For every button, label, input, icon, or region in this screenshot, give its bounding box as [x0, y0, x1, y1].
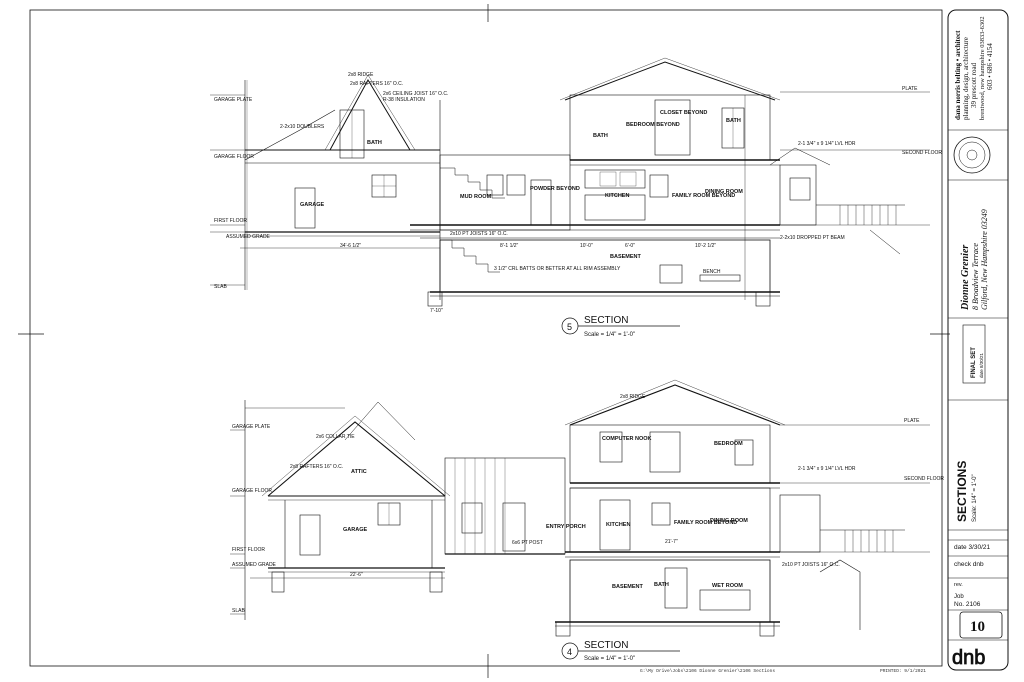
dnb-logo: dnb: [952, 647, 985, 669]
s5-dim-wall: 7'-10": [430, 308, 443, 314]
section-5-drawing: [210, 57, 930, 307]
s5-room-garage: GARAGE: [300, 202, 324, 208]
s5-level-plate: PLATE: [902, 86, 918, 92]
footer-file-path: G:\My Drive\Jobs\2106 Dionne Grenier\210…: [640, 668, 775, 674]
s5-callout-number: 5: [567, 322, 572, 332]
s5-dim-garage-width: 34'-6 1/2": [340, 243, 361, 249]
client-address: 8 Broadview Terrace: [971, 243, 980, 310]
s5-dim-basement-d: 10'-2 1/2": [695, 243, 716, 249]
s5-dim-basement-b: 10'-0": [580, 243, 593, 249]
s4-level-slab: SLAB: [232, 608, 245, 614]
s4-room-basement: BASEMENT: [612, 584, 644, 590]
s5-note-rated: 3 1/2" CRL BATTS OR BETTER AT ALL RIM AS…: [494, 266, 621, 272]
s4-room-kitchen: KITCHEN: [606, 522, 630, 528]
s4-room-attic: ATTIC: [351, 469, 367, 475]
s4-room-bedroom: BEDROOM: [714, 441, 743, 447]
s4-dim-run-a: 21'-7": [665, 539, 678, 545]
s5-note-pt-joists: 2x10 PT JOISTS 16" O.C.: [450, 231, 508, 237]
s4-callout-number: 4: [567, 647, 572, 657]
s4-level-second-floor: SECOND FLOOR: [904, 476, 944, 482]
s4-room-family: FAMILY ROOM BEYOND: [674, 520, 737, 526]
s5-room-dining: DINING ROOM: [705, 189, 743, 195]
footer-printed: PRINTED: 9/1/2021: [880, 668, 926, 674]
set-date: date 8/30/21: [979, 352, 984, 378]
section-4-labels: ATTIC GARAGE ENTRY PORCH KITCHEN FAMILY …: [232, 394, 944, 662]
client-name: Dionne Grenier: [960, 245, 971, 311]
s5-title: SECTION: [584, 315, 628, 326]
section-4-drawing: [230, 379, 930, 637]
s5-level-garage-floor: GARAGE FLOOR: [214, 154, 254, 160]
s5-note-rafters: 2x8 RAFTERS 16" O.C.: [350, 81, 403, 87]
date-field: date 3/30/21: [954, 544, 991, 551]
s5-room-bath-right: BATH: [726, 118, 741, 124]
s5-note-insulation: R-38 INSULATION: [383, 97, 425, 103]
s4-note-rafters: 2x8 RAFTERS 16" O.C.: [290, 464, 343, 470]
client-city: Gilford, New Hampshire 03249: [980, 209, 989, 310]
firm-line-5: brentwood, new hampshire 03833-6302: [979, 16, 986, 120]
firm-line-3: planning,: [962, 94, 970, 120]
s5-scale: Scale = 1/4" = 1'-0": [584, 332, 635, 338]
s4-level-grade: ASSUMED GRADE: [232, 562, 277, 568]
s5-room-bath-upper: BATH: [593, 133, 608, 139]
s4-note-ridge: 2x8 RIDGE: [620, 394, 646, 400]
sheet-title: SECTIONS: [955, 461, 969, 522]
s4-room-wet-room: WET ROOM: [712, 583, 743, 589]
s4-note-pt-joists: 2x10 PT JOISTS 16" O.C.: [782, 562, 840, 568]
s5-room-family: FAMILY ROOM BEYOND: [672, 193, 735, 199]
s4-level-first-floor: FIRST FLOOR: [232, 547, 265, 553]
check-field: check dnb: [954, 561, 984, 568]
s4-room-bath: BATH: [654, 582, 669, 588]
s4-note-post: 6x6 PT POST: [512, 540, 543, 546]
s4-level-plate: PLATE: [904, 418, 920, 424]
s5-room-closet-beyond: CLOSET BEYOND: [660, 110, 707, 116]
firm-line-6: 603 • 686 • 4154: [986, 43, 994, 90]
s4-room-computer-nook: COMPUTER NOOK: [602, 436, 652, 442]
s4-dim-garage-width: 22'-6": [350, 572, 363, 578]
s5-note-doublers: 2-2x10 DOUBLERS: [280, 124, 325, 130]
s4-note-collar-tie: 2x6 COLLAR TIE: [316, 434, 355, 440]
set-name: FINAL SET: [971, 347, 977, 378]
s5-note-lvl: 2-1 3/4" x 9 1/4" LVL HDR: [798, 141, 856, 147]
s5-level-slab: SLAB: [214, 284, 227, 290]
s4-level-garage-floor: GARAGE FLOOR: [232, 488, 272, 494]
s5-level-garage-plate: GARAGE PLATE: [214, 97, 253, 103]
s5-level-second-floor: SECOND FLOOR: [902, 150, 942, 156]
s5-room-basement: BASEMENT: [610, 254, 642, 260]
s4-title: SECTION: [584, 640, 628, 651]
s5-note-dropped-beam: 2-2x10 DROPPED PT BEAM: [780, 235, 845, 241]
firm-line-2: design, architecture: [962, 37, 970, 92]
s5-room-powder: POWDER BEYOND: [530, 186, 580, 192]
s5-dim-basement-a: 8'-1 1/2": [500, 243, 519, 249]
sheet-frame: [18, 4, 950, 678]
s5-dim-basement-c: 6'-0": [625, 243, 635, 249]
sheet-scale: Scale: 1/4" = 1'-0": [972, 474, 978, 522]
title-block: [947, 9, 1009, 671]
s5-note-ceiling-joist: 2x6 CEILING JOIST 16" O.C.: [383, 91, 448, 97]
s5-room-bath: BATH: [367, 140, 382, 146]
s5-level-grade: ASSUMED GRADE: [226, 234, 271, 240]
s4-room-garage: GARAGE: [343, 527, 367, 533]
s4-scale: Scale = 1/4" = 1'-0": [584, 656, 635, 662]
section-5-labels: GARAGE MUD ROOM POWDER BEYOND KITCHEN FA…: [214, 72, 942, 338]
s5-room-bedroom-beyond: BEDROOM BEYOND: [626, 122, 680, 128]
firm-line-4: 39 prescott road: [970, 62, 978, 108]
s4-room-entry-porch: ENTRY PORCH: [546, 524, 586, 530]
s4-note-lvl: 2-1 3/4" x 9 1/4" LVL HDR: [798, 466, 856, 472]
s4-room-dining: DINING ROOM: [710, 518, 748, 524]
sheet-number: 10: [970, 619, 985, 635]
s5-room-mud-room: MUD ROOM: [460, 194, 492, 200]
s5-level-first-floor: FIRST FLOOR: [214, 218, 247, 224]
title-block-text: dana norris belting • architect design, …: [952, 16, 994, 669]
s5-room-kitchen: KITCHEN: [605, 193, 629, 199]
job-number: No. 2106: [954, 601, 981, 608]
s5-note-ridge: 2x8 RIDGE: [348, 72, 374, 78]
rev-label: rev.: [954, 582, 963, 588]
architect-seal: [953, 136, 991, 174]
firm-line-1: dana norris belting • architect: [954, 30, 962, 120]
job-label: Job: [954, 594, 964, 600]
s5-note-bench: BENCH: [703, 269, 721, 275]
s4-level-garage-plate: GARAGE PLATE: [232, 424, 271, 430]
